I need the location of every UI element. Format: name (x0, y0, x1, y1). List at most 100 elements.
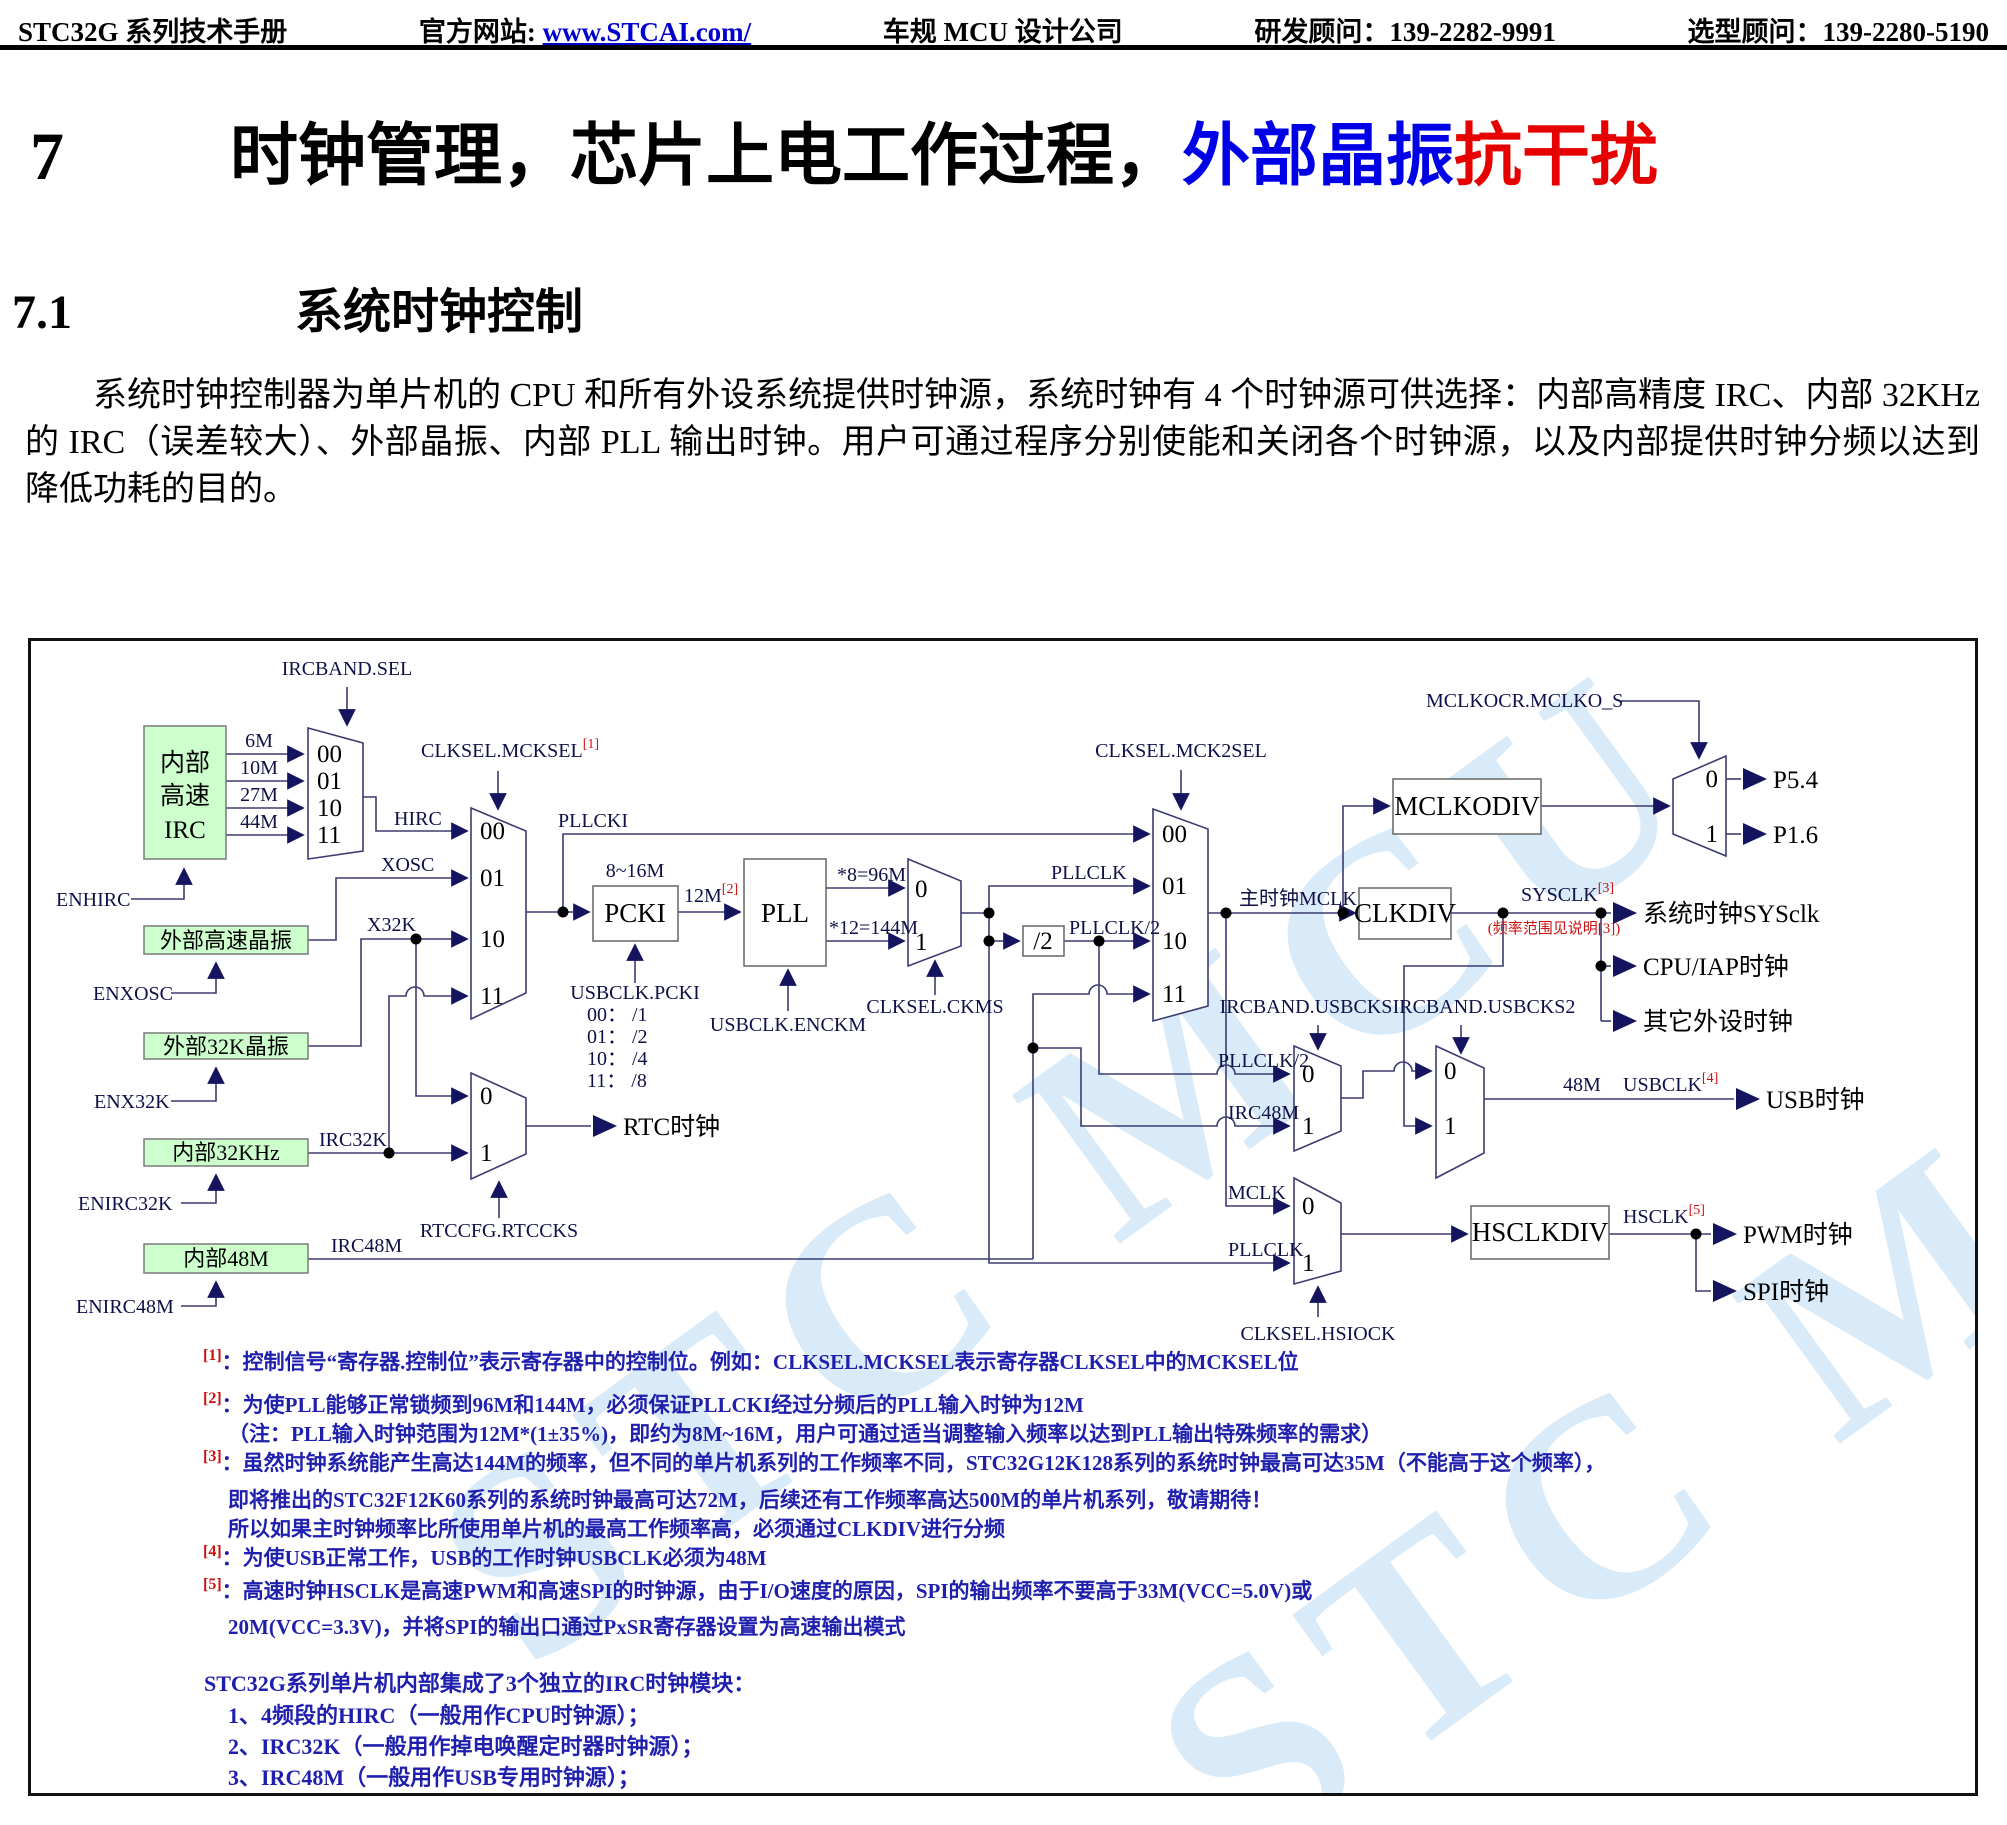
irc-summary-title: STC32G系列单片机内部集成了3个独立的IRC时钟模块： (204, 1671, 756, 1696)
label-pcki-div-01: 01： /2 (587, 1026, 648, 1048)
label-p54: P5.4 (1773, 767, 1819, 794)
footnote-3c: 所以如果主时钟频率比所使用单片机的最高工作频率高，必须通过CLKDIV进行分频 (228, 1513, 1005, 1543)
irc-summary-item-1: 1、4频段的HIRC（一般用作CPU时钟源）； (228, 1703, 650, 1728)
mux-code: 01 (1162, 873, 1187, 900)
function-boxes: PCKI PLL /2 CLKDIV MCLKODIV HSCLKDIV (592, 778, 1610, 1260)
hsiock-mux (1293, 1176, 1342, 1286)
arrow-periph-icon (1613, 1010, 1637, 1032)
label-pllclk-hs: PLLCLK (1228, 1239, 1304, 1261)
label-out-pwm: PWM时钟 (1743, 1221, 1853, 1249)
x32k-box-label: 外部32K晶振 (163, 1034, 289, 1059)
wires (131, 687, 1741, 1317)
x32k-source-box (143, 1032, 309, 1060)
mux-code: 1 (480, 1140, 493, 1167)
arrow-sysclk-icon (1613, 902, 1637, 924)
label-mck2sel: CLKSEL.MCK2SEL (1095, 740, 1267, 762)
clock-diagram-svg: 内部 高速 IRC 外部高速晶振 外部32K晶振 内部32KHz 内部48M P… (56, 658, 1865, 1345)
label-44m: 44M (240, 811, 278, 833)
usbcks-mux (1293, 1044, 1342, 1153)
label-p16: P1.6 (1773, 822, 1818, 849)
mux-code: 00 (480, 818, 505, 845)
label-usbcks2: IRCBAND.USBCKS2 (1393, 996, 1576, 1018)
footnote-text: ：为使USB正常工作，USB的工作时钟USBCLK必须为48M (221, 1546, 767, 1570)
label-enhirc: ENHIRC (56, 889, 130, 911)
signal-labels: IRCBAND.SEL 6M 10M 27M 44M ENHIRC ENXOSC… (56, 658, 1718, 1345)
irc32k-source-box (143, 1138, 309, 1167)
mux-code: 10 (317, 795, 342, 822)
output-arrows (593, 768, 1767, 1302)
label-usbcks: IRCBAND.USBCKS (1220, 996, 1393, 1018)
mux-code: 01 (480, 865, 505, 892)
arrow-p16-icon (1743, 823, 1767, 845)
footnote-text: ：控制信号“寄存器.控制位”表示寄存器中的控制位。例如：CLKSEL.MCKSE… (221, 1350, 1299, 1374)
label-pllcki: PLLCKI (558, 810, 628, 832)
label-48m: 48M (1563, 1074, 1601, 1096)
arrow-pwm-icon (1713, 1223, 1737, 1245)
irc-summary-item-3: 3、IRC48M（一般用作USB专用时钟源）； (228, 1765, 640, 1790)
site-label: 官方网站: (418, 17, 536, 47)
dev-contact: 研发顾问：139-2282-9991 (1254, 17, 1556, 47)
irc48m-source-box (143, 1243, 309, 1274)
hirc-source-box (143, 725, 227, 860)
muxes: 00 01 10 11 00 01 10 11 0 1 00 01 10 11 … (307, 726, 1727, 1286)
mclkodiv-box (1392, 778, 1542, 835)
pll-box (743, 858, 827, 967)
pcki-label: PCKI (604, 898, 666, 928)
label-x12-144m: *12=144M (829, 917, 918, 939)
mux-code: 0 (480, 1083, 493, 1110)
div2-box (1022, 925, 1065, 957)
label-enirc48m: ENIRC48M (76, 1296, 174, 1318)
footnote-text: 20M(VCC=3.3V)，并将SPI的输出口通过PxSR寄存器设置为高速输出模… (228, 1615, 906, 1639)
label-usbclk-pcki: USBCLK.PCKI (570, 982, 699, 1004)
section-number: 7.1 (12, 286, 72, 339)
label-sysclk: SYSCLK[3] (1521, 881, 1614, 906)
mux-code: 01 (317, 768, 342, 795)
clkdiv-label: CLKDIV (1354, 898, 1456, 928)
mux-code: 0 (1302, 1061, 1315, 1088)
footnote-5b: 20M(VCC=3.3V)，并将SPI的输出口通过PxSR寄存器设置为高速输出模… (228, 1611, 906, 1641)
footnote-1: [1]：控制信号“寄存器.控制位”表示寄存器中的控制位。例如：CLKSEL.MC… (203, 1346, 1299, 1376)
label-out-spi: SPI时钟 (1743, 1278, 1829, 1306)
official-site: 官方网站: www.STCAI.com/ (419, 10, 751, 49)
footnote-2b: （注：PLL输入时钟范围为12M*(1±35%)，即约为8M~16M，用户可通过… (228, 1418, 1382, 1448)
intro-paragraph: 系统时钟控制器为单片机的 CPU 和所有外设系统提供时钟源，系统时钟有 4 个时… (25, 377, 1981, 508)
mux-code: 0 (915, 876, 928, 903)
section-title: 系统时钟控制 (295, 286, 584, 339)
site-link[interactable]: www.STCAI.com/ (542, 17, 752, 47)
label-12m: 12M[2] (684, 882, 738, 907)
mcksel-mux (470, 806, 527, 1021)
mux-code: 00 (1162, 821, 1187, 848)
footnote-text: ：为使PLL能够正常锁频到96M和144M，必须保证PLLCKI经过分频后的PL… (221, 1393, 1084, 1417)
label-pllclk: PLLCLK (1051, 862, 1127, 884)
label-enxosc: ENXOSC (93, 983, 173, 1005)
mux-code: 0 (1302, 1193, 1315, 1220)
ircband-mux (307, 726, 364, 860)
mck2sel-mux (1152, 807, 1209, 1023)
output-labels: 系统时钟SYSclk CPU/IAP时钟 其它外设时钟 USB时钟 PWM时钟 … (623, 767, 1865, 1306)
label-rtccks: RTCCFG.RTCCKS (420, 1220, 578, 1242)
label-pllclk2-usb: PLLCLK/2 (1218, 1050, 1309, 1072)
label-mclkocr: MCLKOCR.MCLKO_S (1426, 690, 1623, 712)
section-heading: 7.1 系统时钟控制 (12, 272, 583, 342)
hirc-box-line2: 高速 (160, 782, 210, 810)
footnote-text: 即将推出的STC32F12K60系列的系统时钟最高可达72M，后续还有工作频率高… (228, 1488, 1273, 1512)
footnote-marker: [1] (203, 1347, 222, 1364)
clock-diagram: STC MCU STC MCU (28, 638, 1978, 1796)
xosc-source-box (143, 925, 309, 955)
mux-code: 11 (480, 983, 504, 1010)
label-usbclk-enckm: USBCLK.ENCKM (710, 1014, 866, 1036)
label-ircband-sel: IRCBAND.SEL (282, 658, 413, 680)
label-pcki-div-11: 11： /8 (587, 1070, 647, 1092)
arrow-cpu-icon (1613, 955, 1637, 977)
label-pllclk2: PLLCLK/2 (1069, 917, 1160, 939)
rtccks-mux (470, 1071, 527, 1181)
label-out-sysclk: 系统时钟SYSclk (1643, 900, 1820, 928)
irc-summary-item-2: 2、IRC32K（一般用作掉电唤醒定时器时钟源）； (228, 1734, 704, 1759)
label-mclk: MCLK (1228, 1182, 1286, 1204)
footnote-3b: 即将推出的STC32F12K60系列的系统时钟最高可达72M，后续还有工作频率高… (228, 1484, 1272, 1514)
arrow-usb-icon (1736, 1088, 1760, 1110)
hirc-box-line1: 内部 (160, 749, 210, 777)
mux-code: 0 (1706, 766, 1719, 793)
label-6m: 6M (245, 730, 273, 752)
